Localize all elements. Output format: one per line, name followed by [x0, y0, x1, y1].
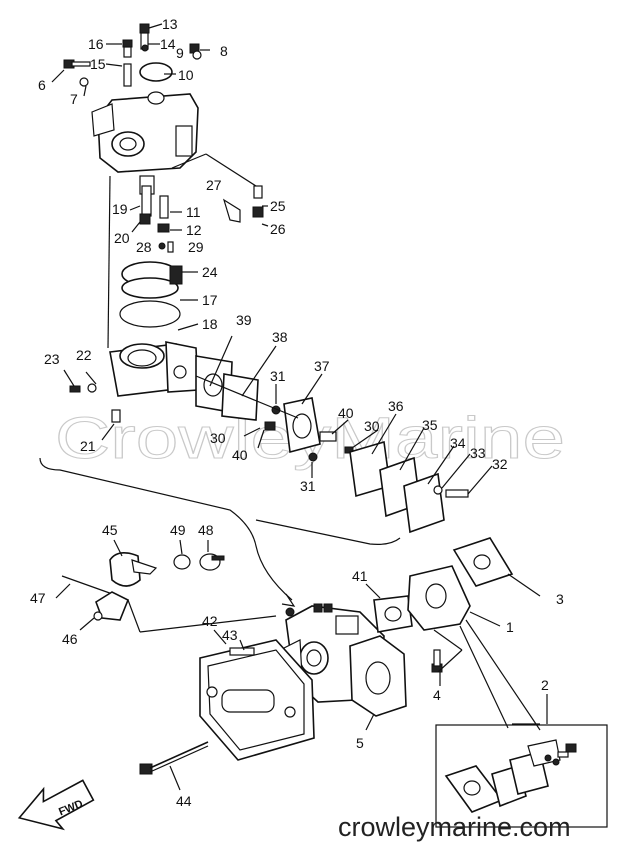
callout-labels: 1 2 3 4 5 6 7 8 9 10 11 12 13 14 15 16 1…: [30, 16, 564, 809]
callout-7: 7: [70, 91, 78, 107]
callout-32: 32: [492, 456, 508, 472]
callout-10: 10: [178, 67, 194, 83]
callout-25: 25: [270, 198, 286, 214]
manifold-and-gaskets: [373, 537, 514, 673]
callout-3: 3: [556, 591, 564, 607]
callout-26: 26: [270, 221, 286, 237]
callout-41: 41: [352, 568, 368, 584]
callout-24: 24: [202, 264, 218, 280]
callout-14: 14: [160, 36, 176, 52]
website-label: crowleymarine.com: [338, 812, 571, 842]
callout-23: 23: [44, 351, 60, 367]
group-bracket: [39, 457, 401, 601]
callout-33: 33: [470, 445, 486, 461]
callout-8: 8: [220, 43, 228, 59]
fwd-arrow-icon: FWD: [17, 779, 95, 831]
callout-49: 49: [170, 522, 186, 538]
callout-9: 9: [176, 45, 184, 61]
callout-38: 38: [272, 329, 288, 345]
leader-lines-lower: [55, 539, 548, 791]
callout-19: 19: [112, 201, 128, 217]
callout-28: 28: [136, 239, 152, 255]
callout-36: 36: [388, 398, 404, 414]
callout-46: 46: [62, 631, 78, 647]
callout-5: 5: [356, 735, 364, 751]
intake-silencer: [199, 639, 315, 761]
callout-39: 39: [236, 312, 252, 328]
callout-4: 4: [433, 687, 441, 703]
leader-lines-upper: [51, 23, 493, 495]
callout-15: 15: [90, 56, 106, 72]
callout-16: 16: [88, 36, 104, 52]
float-and-bowl: [69, 261, 199, 423]
callout-12: 12: [186, 222, 202, 238]
callout-43: 43: [222, 627, 238, 643]
callout-20: 20: [114, 230, 130, 246]
callout-45: 45: [102, 522, 118, 538]
callout-29: 29: [188, 239, 204, 255]
callout-37: 37: [314, 358, 330, 374]
callout-18: 18: [202, 316, 218, 332]
callout-1: 1: [506, 619, 514, 635]
callout-48: 48: [198, 522, 214, 538]
callout-34: 34: [450, 435, 466, 451]
callout-44: 44: [176, 793, 192, 809]
callout-35: 35: [422, 417, 438, 433]
callout-2: 2: [541, 677, 549, 693]
upper-hardware: [63, 23, 264, 253]
callout-42: 42: [202, 613, 218, 629]
long-bolt: [139, 741, 209, 775]
callout-17: 17: [202, 292, 218, 308]
inset-reed-valve: [435, 724, 608, 828]
callout-30b: 30: [210, 430, 226, 446]
callout-31a: 31: [270, 368, 286, 384]
callout-6: 6: [38, 77, 46, 93]
callout-11: 11: [186, 204, 201, 220]
callout-31b: 31: [300, 478, 316, 494]
choke-parts: [61, 552, 225, 621]
callout-30a: 30: [364, 418, 380, 434]
callout-27: 27: [206, 177, 222, 193]
callout-40b: 40: [232, 447, 248, 463]
callout-40a: 40: [338, 405, 354, 421]
callout-22: 22: [76, 347, 92, 363]
callout-21: 21: [80, 438, 96, 454]
callout-47: 47: [30, 590, 46, 606]
callout-13: 13: [162, 16, 178, 32]
